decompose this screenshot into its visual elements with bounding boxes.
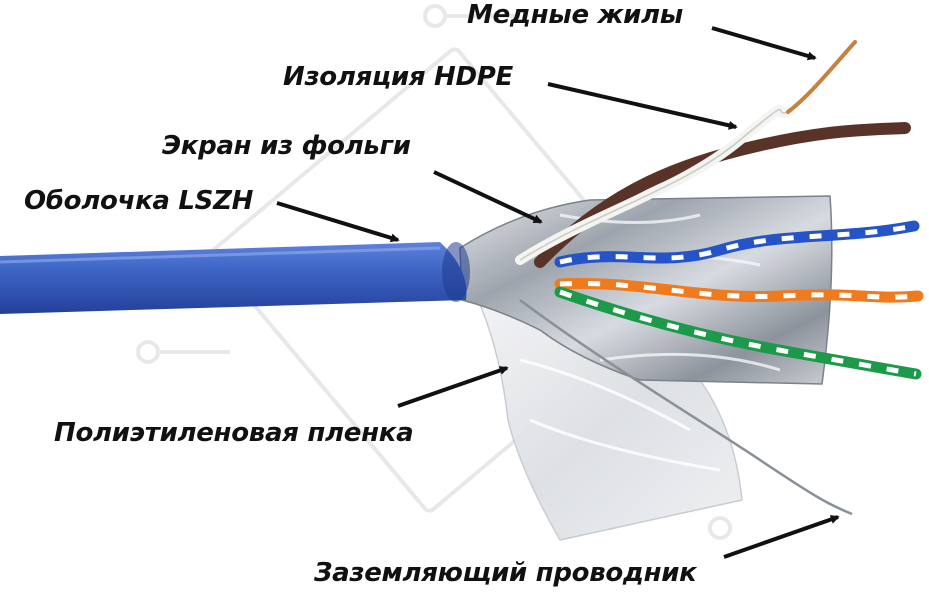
blue-pair bbox=[554, 220, 920, 268]
label-lszh-jacket: Оболочка LSZH bbox=[24, 186, 254, 216]
arrow-hdpe bbox=[547, 82, 738, 130]
label-foil-screen: Экран из фольги bbox=[162, 131, 411, 161]
label-hdpe-insulation: Изоляция HDPE bbox=[283, 62, 513, 92]
label-copper-conductors: Медные жилы bbox=[467, 0, 684, 30]
arrow-foil bbox=[433, 170, 543, 224]
lszh-jacket bbox=[0, 242, 467, 314]
copper-core bbox=[786, 40, 857, 114]
label-grounding-conductor: Заземляющий проводник bbox=[314, 558, 697, 588]
grounding-wire bbox=[519, 298, 853, 516]
label-polyethylene-film: Полиэтиленовая пленка bbox=[54, 418, 414, 448]
arrow-lszh bbox=[276, 201, 400, 243]
arrow-copper bbox=[711, 26, 817, 61]
arrow-pe bbox=[397, 366, 509, 408]
arrow-ground bbox=[723, 515, 840, 559]
